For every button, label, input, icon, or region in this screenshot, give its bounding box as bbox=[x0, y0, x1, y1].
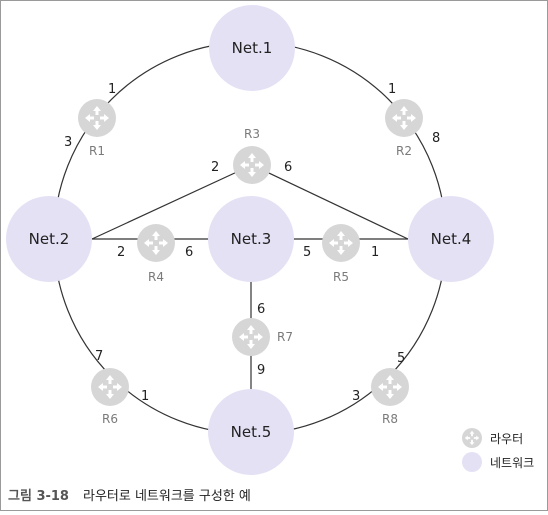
router-r2: R2 bbox=[385, 99, 423, 158]
router-r6: R6 bbox=[91, 368, 129, 426]
cost-r2-net4: 8 bbox=[432, 131, 440, 146]
network-label: Net.5 bbox=[231, 423, 272, 441]
cost-r3-net4: 6 bbox=[284, 160, 292, 175]
cost-r2-net1: 1 bbox=[388, 82, 396, 97]
caption-number: 그림 3-18 bbox=[8, 489, 69, 504]
cost-r8-net5: 3 bbox=[352, 389, 360, 404]
network-node bbox=[408, 196, 494, 282]
cost-r6-net2: 7 bbox=[95, 349, 103, 364]
router-icon bbox=[91, 368, 129, 406]
legend: 라우터 네트워크 bbox=[462, 428, 534, 472]
router-legend-icon bbox=[462, 428, 482, 448]
cost-r3-net2: 2 bbox=[211, 160, 219, 175]
router-icon bbox=[371, 368, 409, 406]
network-label: Net.3 bbox=[231, 230, 272, 248]
router-icon bbox=[233, 146, 271, 184]
cost-r1-net1: 1 bbox=[108, 82, 116, 97]
router-icon bbox=[232, 318, 270, 356]
router-label: R1 bbox=[89, 144, 105, 158]
network-legend-icon bbox=[462, 452, 482, 472]
legend-network: 네트워크 bbox=[462, 452, 534, 472]
router-icon bbox=[137, 224, 175, 262]
router-r4: R4 bbox=[137, 224, 175, 284]
router-icon bbox=[385, 99, 423, 137]
network-node bbox=[208, 196, 294, 282]
legend-router: 라우터 bbox=[462, 428, 523, 448]
network-net3: Net.3 bbox=[208, 196, 294, 282]
router-r3: R3 bbox=[233, 127, 271, 184]
cost-r8-net4: 5 bbox=[397, 351, 405, 366]
network-node bbox=[208, 389, 294, 475]
cost-r5-net3: 5 bbox=[303, 245, 311, 260]
router-r7: R7 bbox=[232, 318, 293, 356]
network-label: Net.1 bbox=[232, 39, 273, 57]
router-label: R6 bbox=[102, 412, 118, 426]
router-label: R2 bbox=[396, 144, 412, 158]
network-label: Net.4 bbox=[431, 230, 472, 248]
legend-network-label: 네트워크 bbox=[490, 456, 534, 470]
router-r8: R8 bbox=[371, 368, 409, 426]
legend-router-label: 라우터 bbox=[490, 432, 523, 446]
router-label: R7 bbox=[277, 330, 293, 344]
network-net2: Net.2 bbox=[6, 196, 92, 282]
figure-caption: 그림 3-18 라우터로 네트워크를 구성한 예 bbox=[8, 489, 251, 504]
cost-r5-net4: 1 bbox=[371, 245, 379, 260]
cost-r6-net5: 1 bbox=[141, 389, 149, 404]
cost-r4-net2: 2 bbox=[117, 245, 125, 260]
network-net5: Net.5 bbox=[208, 389, 294, 475]
network-net4: Net.4 bbox=[408, 196, 494, 282]
router-label: R8 bbox=[382, 412, 398, 426]
cost-r7-net3: 6 bbox=[257, 302, 265, 317]
router-icon bbox=[322, 224, 360, 262]
network-node bbox=[209, 5, 295, 91]
router-r1: R1 bbox=[78, 99, 116, 158]
cost-r7-net5: 9 bbox=[257, 363, 265, 378]
cost-r1-net2: 3 bbox=[64, 135, 72, 150]
router-label: R5 bbox=[333, 270, 349, 284]
caption-text: 라우터로 네트워크를 구성한 예 bbox=[83, 489, 251, 504]
router-r5: R5 bbox=[322, 224, 360, 284]
router-label: R4 bbox=[148, 270, 164, 284]
network-node bbox=[6, 196, 92, 282]
cost-r4-net3: 6 bbox=[185, 245, 193, 260]
link-r3-net4 bbox=[251, 164, 409, 240]
router-label: R3 bbox=[244, 127, 260, 141]
router-icon bbox=[78, 99, 116, 137]
link-net2-r3 bbox=[91, 164, 253, 240]
network-net1: Net.1 bbox=[209, 5, 295, 91]
network-label: Net.2 bbox=[29, 230, 70, 248]
